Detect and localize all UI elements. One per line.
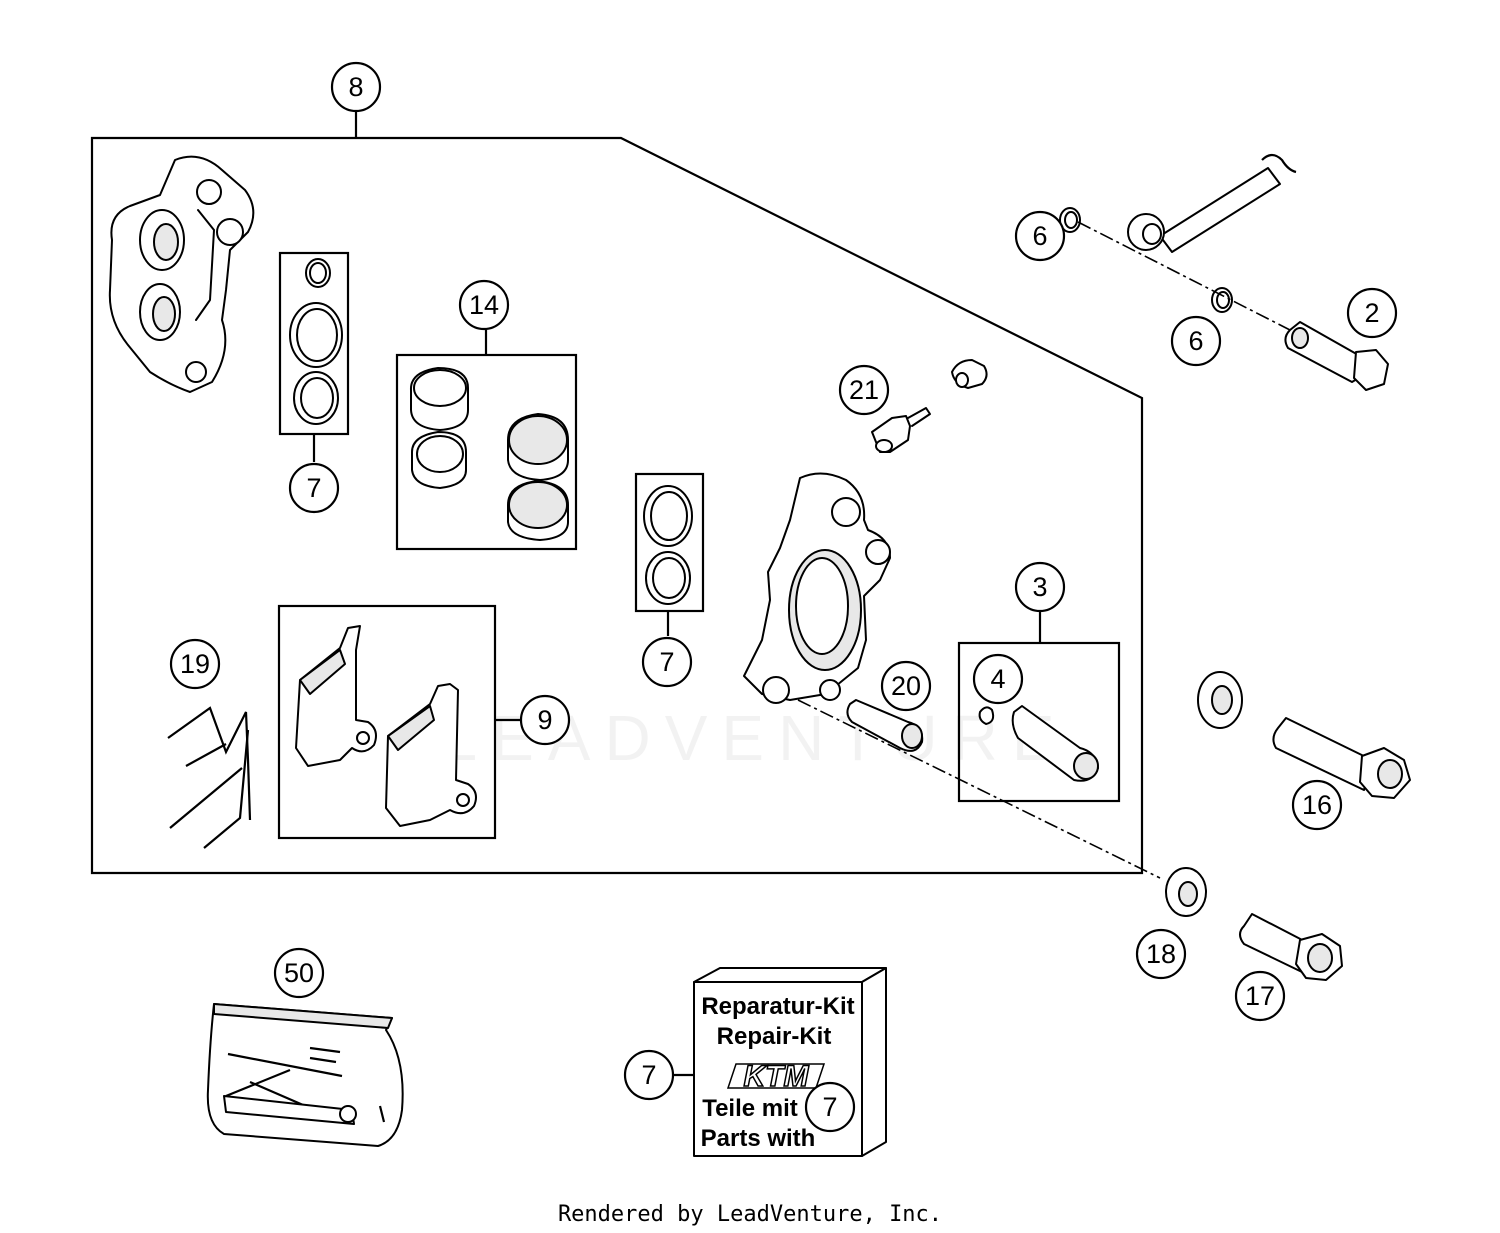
svg-text:7: 7	[822, 1092, 837, 1122]
bleeder-cap[interactable]	[951, 359, 988, 389]
callout-50[interactable]: 50	[273, 947, 325, 999]
caliper-left-half[interactable]	[108, 155, 255, 393]
pad-spring[interactable]	[167, 706, 252, 849]
seal-ring-middle-top[interactable]	[643, 485, 693, 547]
piston-2[interactable]	[411, 431, 467, 489]
callout-3[interactable]: 3	[1014, 561, 1066, 613]
footer-credit: Rendered by LeadVenture, Inc.	[558, 1202, 942, 1227]
seal-ring-large[interactable]	[289, 302, 343, 368]
callout-14[interactable]: 14	[458, 279, 510, 331]
callout-21[interactable]: 21	[838, 364, 890, 416]
grease-pack[interactable]	[206, 1003, 404, 1147]
svg-text:16: 16	[1302, 790, 1332, 820]
svg-text:7: 7	[641, 1060, 656, 1090]
callout-7-middle[interactable]: 7	[641, 636, 693, 688]
caliper-bolt-17[interactable]	[1239, 913, 1343, 981]
repair-kit-line-1: Reparatur-Kit	[701, 993, 854, 1020]
washer-18[interactable]	[1165, 867, 1207, 917]
brake-pad-1[interactable]	[295, 625, 377, 767]
slide-pin[interactable]	[1011, 705, 1099, 782]
assembly-boundary	[90, 136, 1144, 875]
callout-17[interactable]: 17	[1234, 970, 1286, 1022]
bleeder-valve[interactable]	[871, 407, 931, 453]
svg-text:KTM: KTM	[744, 1060, 810, 1093]
callout-9[interactable]: 9	[519, 694, 571, 746]
banjo-fitting[interactable]	[1127, 213, 1165, 251]
seal-ring-middle-bottom[interactable]	[645, 551, 691, 605]
banjo-bolt[interactable]	[1284, 321, 1389, 391]
callout-4[interactable]: 4	[972, 653, 1024, 705]
seal-ring-medium[interactable]	[293, 371, 339, 425]
callout-18[interactable]: 18	[1135, 928, 1187, 980]
svg-text:9: 9	[537, 705, 552, 735]
svg-text:7: 7	[306, 473, 321, 503]
caliper-right-body[interactable]	[743, 472, 891, 704]
brake-pad-2[interactable]	[385, 683, 477, 827]
callout-2[interactable]: 2	[1346, 287, 1398, 339]
piston-1[interactable]	[409, 367, 469, 431]
piston-4[interactable]	[507, 480, 569, 541]
ktm-logo: KTM	[726, 1059, 826, 1094]
callout-8[interactable]: 8	[330, 61, 382, 113]
callout-7-left[interactable]: 7	[288, 462, 340, 514]
svg-text:3: 3	[1032, 572, 1047, 602]
svg-text:6: 6	[1188, 326, 1203, 356]
brake-pad-box	[277, 604, 497, 840]
caliper-bolt-16[interactable]	[1272, 717, 1411, 799]
svg-text:8: 8	[348, 72, 363, 102]
washer-lower[interactable]	[1211, 287, 1233, 313]
svg-text:14: 14	[469, 290, 499, 320]
svg-text:2: 2	[1364, 298, 1379, 328]
repair-kit-line-2: Repair-Kit	[717, 1023, 832, 1050]
repair-kit-line-3: Teile mit	[702, 1095, 798, 1122]
callout-6-top[interactable]: 6	[1014, 210, 1066, 262]
callout-6-lower[interactable]: 6	[1170, 315, 1222, 367]
callout-16[interactable]: 16	[1291, 779, 1343, 831]
svg-text:18: 18	[1146, 939, 1176, 969]
svg-text:20: 20	[891, 671, 921, 701]
svg-text:50: 50	[284, 958, 314, 988]
svg-text:7: 7	[659, 647, 674, 677]
callout-20[interactable]: 20	[880, 660, 932, 712]
piston-3[interactable]	[507, 413, 569, 481]
brake-hose[interactable]	[1159, 153, 1297, 253]
seal-ring-small[interactable]	[305, 258, 331, 288]
washer-top[interactable]	[1059, 207, 1081, 233]
svg-text:19: 19	[180, 649, 210, 679]
svg-text:4: 4	[990, 664, 1005, 694]
svg-text:21: 21	[849, 375, 879, 405]
washer-16[interactable]	[1197, 671, 1243, 729]
callout-7-kit-inner[interactable]: 7	[804, 1081, 856, 1133]
callout-19[interactable]: 19	[169, 638, 221, 690]
seal-kit-box-middle	[634, 472, 705, 613]
svg-text:17: 17	[1245, 981, 1275, 1011]
callout-7-kit-outer[interactable]: 7	[623, 1049, 675, 1101]
repair-kit-line-4: Parts with	[701, 1125, 816, 1152]
svg-text:6: 6	[1032, 221, 1047, 251]
guide-pin[interactable]	[846, 699, 924, 752]
snap-ring[interactable]	[978, 706, 995, 725]
